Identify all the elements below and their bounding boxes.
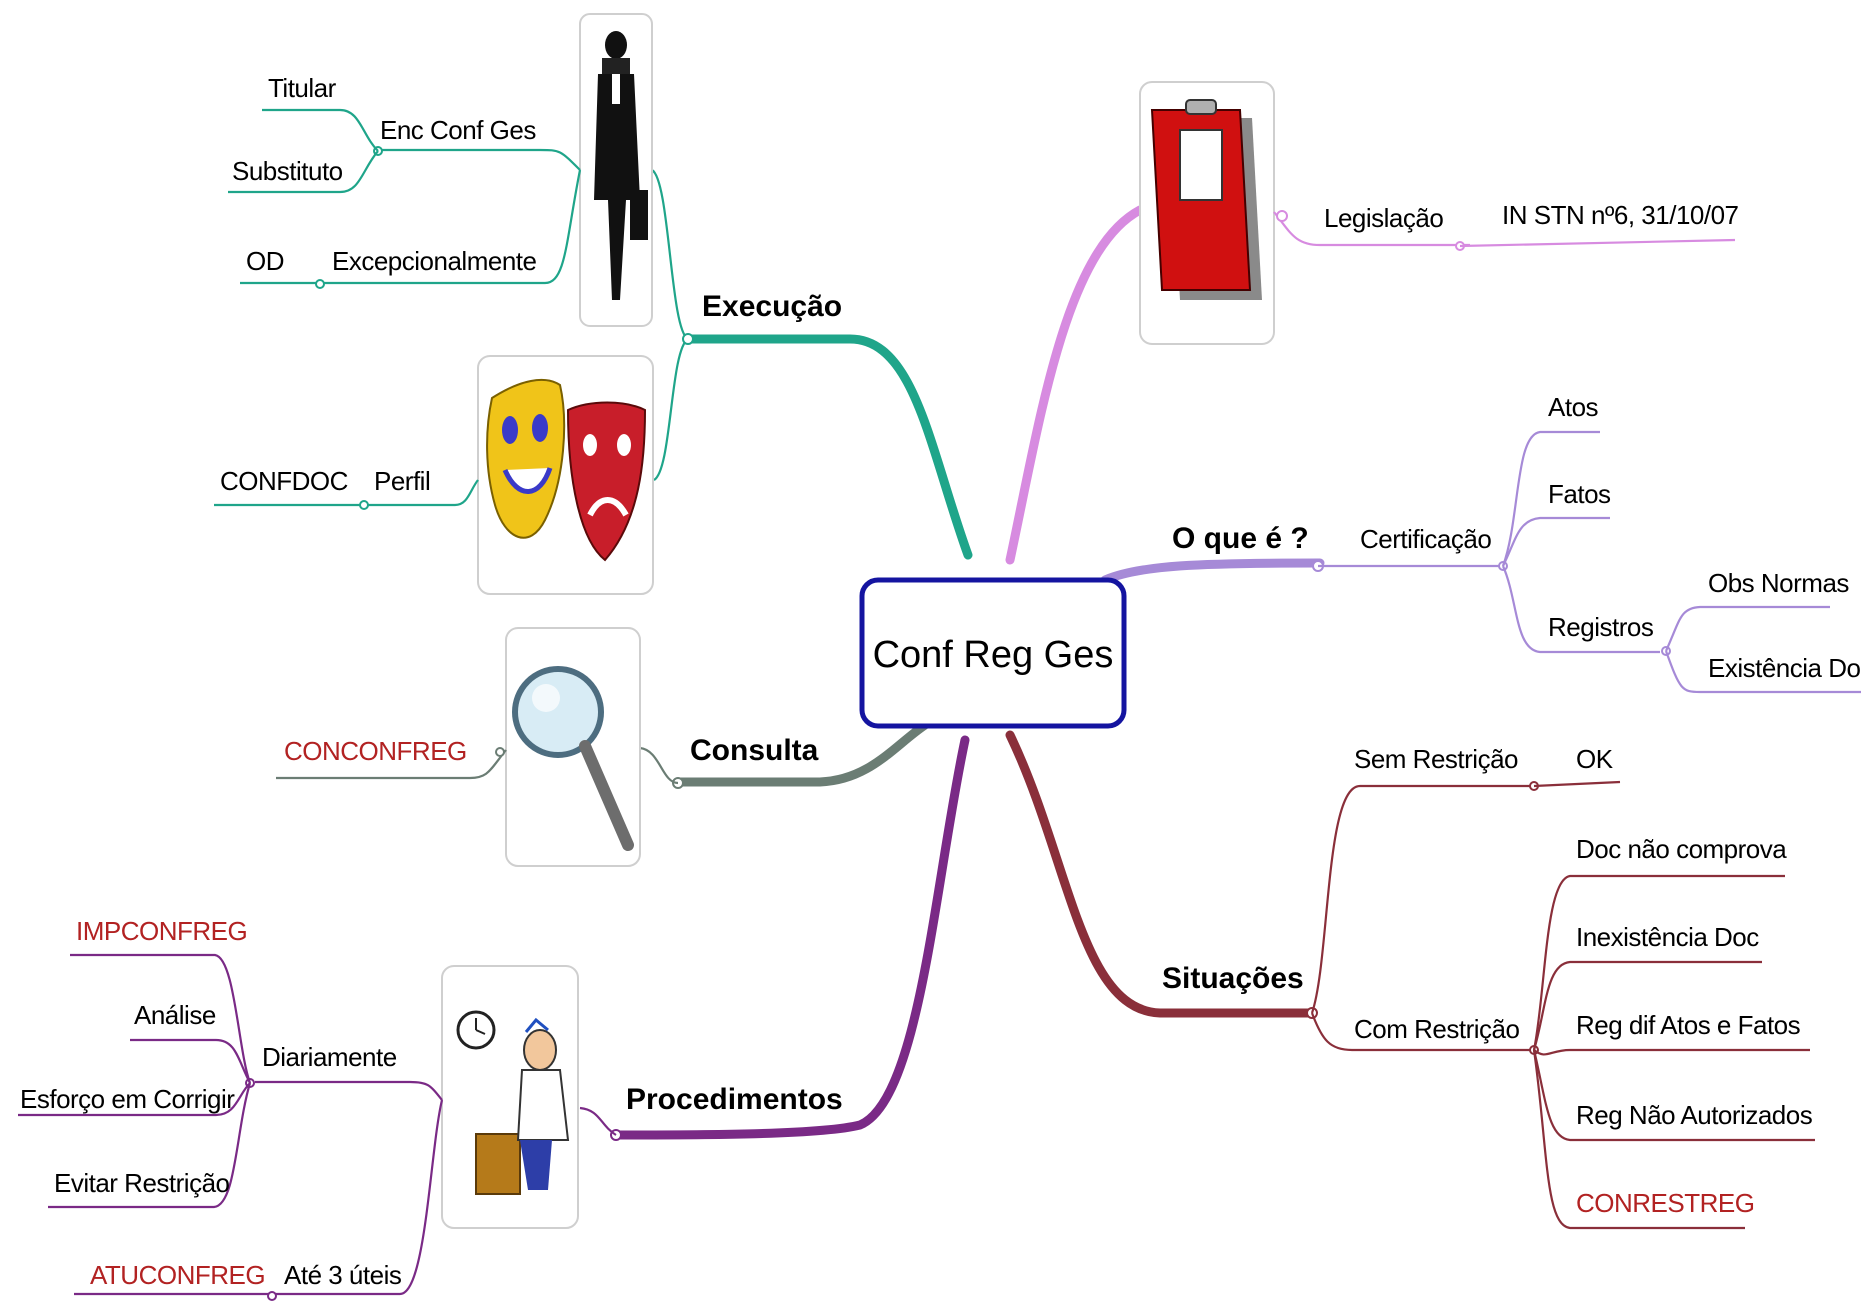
branch-line-legislacao xyxy=(1005,205,1145,565)
ate3-label[interactable]: Até 3 úteis xyxy=(284,1260,402,1290)
doc-nao-comprova-label[interactable]: Doc não comprova xyxy=(1576,834,1788,864)
evitar-line xyxy=(48,1082,252,1209)
branch-label-execucao[interactable]: Execução xyxy=(702,290,842,323)
ok-line xyxy=(1533,780,1621,788)
obs-normas-line xyxy=(1664,605,1830,652)
atuconfreg-label[interactable]: ATUCONFREG xyxy=(90,1260,266,1290)
ate3-line xyxy=(74,1099,444,1296)
perfil-line xyxy=(214,479,479,507)
analise-label[interactable]: Análise xyxy=(134,1000,216,1030)
diariamente-label[interactable]: Diariamente xyxy=(262,1042,397,1072)
clipboard-icon xyxy=(1139,81,1275,345)
branch-label-oque[interactable]: O que é ? xyxy=(1172,522,1309,555)
branch-line-procedimentos xyxy=(615,735,970,1140)
obs-normas-label[interactable]: Obs Normas xyxy=(1708,568,1850,598)
businessman-icon xyxy=(579,13,653,327)
execucao-node-dot xyxy=(682,333,694,345)
inexistencia-doc-label[interactable]: Inexistência Doc xyxy=(1576,922,1760,952)
branch-label-procedimentos[interactable]: Procedimentos xyxy=(626,1083,843,1116)
sem-restricao-label[interactable]: Sem Restrição xyxy=(1354,744,1519,774)
impconfreg-line xyxy=(70,953,252,1084)
branch-line-situacoes xyxy=(1005,730,1315,1018)
ok-label[interactable]: OK xyxy=(1576,744,1614,774)
registros-label[interactable]: Registros xyxy=(1548,612,1654,642)
esforco-label[interactable]: Esforço em Corrigir xyxy=(20,1084,236,1114)
magnifier-icon xyxy=(505,627,641,867)
substituto-line xyxy=(228,150,379,194)
execucao-connector-upper xyxy=(651,169,689,340)
esforco-line xyxy=(18,1082,251,1117)
execucao-connector-lower xyxy=(653,338,689,481)
inexistencia-doc-line xyxy=(1532,960,1762,1051)
branch-line-oque xyxy=(1100,558,1325,585)
theater-masks-icon xyxy=(477,355,654,595)
branch-line-consulta xyxy=(675,720,930,787)
excepcionalmente-label[interactable]: Excepcionalmente xyxy=(332,246,537,276)
conconfreg-label[interactable]: CONCONFREG xyxy=(284,736,467,766)
excepcionalmente-line xyxy=(240,169,582,285)
certificacao-label[interactable]: Certificação xyxy=(1360,524,1492,554)
existencia-doc-line xyxy=(1664,650,1861,694)
substituto-label[interactable]: Substituto xyxy=(232,156,343,186)
doc-nao-comprova-line xyxy=(1532,874,1785,1051)
confdoc-label[interactable]: CONFDOC xyxy=(220,466,348,496)
evitar-label[interactable]: Evitar Restrição xyxy=(54,1168,230,1198)
procedimentos-connector xyxy=(579,1106,617,1136)
office-worker-icon xyxy=(441,965,579,1229)
diariamente-line xyxy=(255,1080,443,1101)
norma-label[interactable]: IN STN nº6, 31/10/07 xyxy=(1502,200,1739,230)
reg-nao-aut-label[interactable]: Reg Não Autorizados xyxy=(1576,1100,1813,1130)
reg-nao-aut-line xyxy=(1532,1049,1815,1142)
titular-label[interactable]: Titular xyxy=(268,73,337,103)
branch-line-execucao xyxy=(683,334,973,560)
atos-line xyxy=(1501,430,1600,567)
titular-line xyxy=(262,108,379,152)
center-node-label: Conf Reg Ges xyxy=(873,634,1114,676)
enc-conf-ges-label[interactable]: Enc Conf Ges xyxy=(380,115,537,145)
reg-dif-label[interactable]: Reg dif Atos e Fatos xyxy=(1576,1010,1801,1040)
fatos-line xyxy=(1502,516,1610,567)
enc-conf-ges-line xyxy=(380,148,581,171)
sem-restricao-line xyxy=(1310,784,1530,1014)
center-node[interactable] xyxy=(859,577,1127,729)
branch-label-situacoes[interactable]: Situações xyxy=(1162,962,1304,995)
conrestreg-line xyxy=(1532,1049,1745,1230)
norma-line xyxy=(1459,238,1736,248)
atos-label[interactable]: Atos xyxy=(1548,392,1599,422)
analise-line xyxy=(130,1038,251,1084)
od-label[interactable]: OD xyxy=(246,246,285,276)
existencia-doc-label[interactable]: Existência Doc xyxy=(1708,653,1861,683)
conrestreg-label[interactable]: CONRESTREG xyxy=(1576,1188,1755,1218)
consulta-connector xyxy=(639,746,679,785)
registros-line xyxy=(1501,565,1660,654)
perfil-label[interactable]: Perfil xyxy=(374,466,431,496)
com-restricao-label[interactable]: Com Restrição xyxy=(1354,1014,1520,1044)
fatos-label[interactable]: Fatos xyxy=(1548,479,1612,509)
impconfreg-label[interactable]: IMPCONFREG xyxy=(76,916,248,946)
reg-dif-line xyxy=(1533,1048,1810,1056)
com-restricao-line xyxy=(1310,1012,1530,1052)
legislacao-label[interactable]: Legislação xyxy=(1324,203,1444,233)
branch-label-consulta[interactable]: Consulta xyxy=(690,734,819,767)
